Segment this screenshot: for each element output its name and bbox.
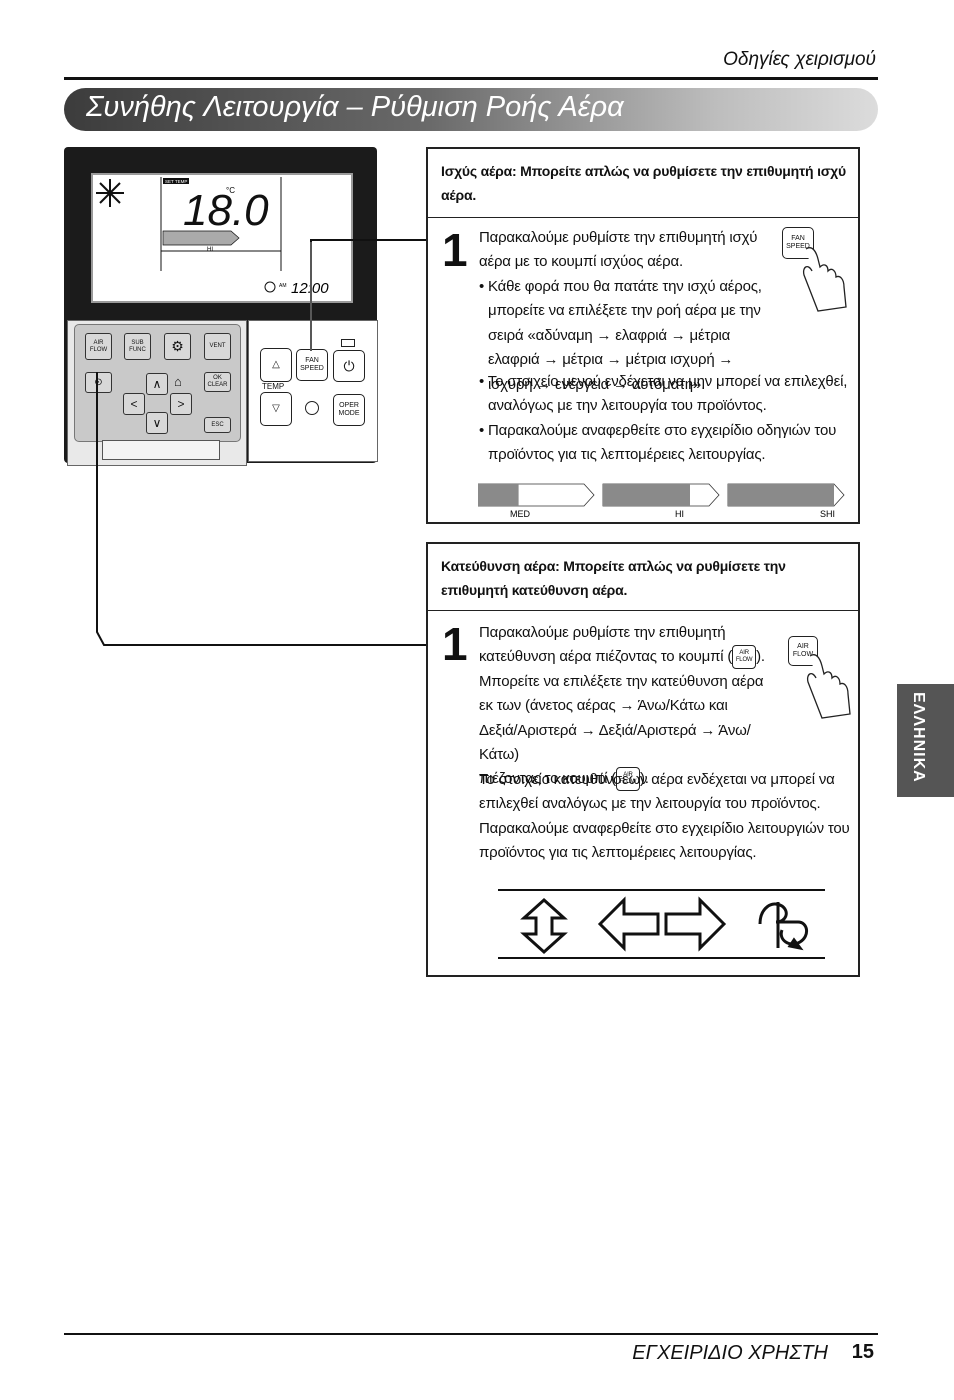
fan-level-label: HI xyxy=(675,509,684,519)
esc-button[interactable]: ESC xyxy=(204,417,231,433)
page-number: 15 xyxy=(851,1341,874,1363)
section-title: Συνήθης Λειτουργία – Ρύθμιση Ροής Αέρα xyxy=(86,91,624,123)
air-flow-button-illustration: AIR FLOW xyxy=(788,636,818,666)
language-tab: ΕΛΛΗΝΙΚΑ xyxy=(897,684,954,797)
snowflake-icon xyxy=(96,179,124,207)
status-led xyxy=(305,401,319,415)
air-line-1: Παρακαλούμε ρυθμίστε την επιθυμητή xyxy=(479,624,726,641)
lcd-am: AM xyxy=(279,283,287,289)
air-flow-inline-icon: AIR FLOW xyxy=(732,645,757,670)
fan-step-number: 1 xyxy=(442,224,468,276)
home-icon: ⌂ xyxy=(174,374,182,389)
fan-level-label: MED xyxy=(510,509,531,519)
air-line-3: Μπορείτε να επιλέξετε την κατεύθυνση αέρ… xyxy=(479,672,764,690)
air-step-number: 1 xyxy=(442,618,468,670)
lcd-temperature: 18.0 xyxy=(183,186,269,235)
left-arrow-icon xyxy=(597,896,660,952)
fan-level-med: MED xyxy=(478,483,595,519)
air-flow-button[interactable]: AIR FLOW xyxy=(85,333,112,360)
back-icon[interactable]: ⊙ xyxy=(85,372,112,393)
air-flow-inline-icon-2: AIR FLOW xyxy=(615,767,640,792)
pressing-hand-icon-2 xyxy=(806,654,851,719)
remote-control-panel xyxy=(248,320,378,462)
sub-func-button[interactable]: SUB FUNC xyxy=(124,333,151,360)
lcd-display: SET TEMP 18.0 °C HI AM 12:00 xyxy=(96,177,329,297)
footer-rule xyxy=(64,1333,878,1335)
left-arrow-icon[interactable]: < xyxy=(123,393,145,415)
air-heading-rule xyxy=(428,610,858,611)
oper-mode-button[interactable]: OPER MODE xyxy=(333,394,365,426)
air-flow-notes: Το στοιχείο κατευθύνσεων αέρα ενδέχεται … xyxy=(479,771,850,862)
airflow-direction-icons xyxy=(498,889,825,959)
fan-level-hi: HI xyxy=(602,483,720,519)
ok-clear-button[interactable]: OK CLEAR xyxy=(204,372,231,392)
down-arrow-icon[interactable]: ∨ xyxy=(146,412,168,434)
air-flow-instructions: Παρακαλούμε ρυθμίστε την επιθυμητή κατεύ… xyxy=(479,621,779,792)
air-flow-box: Κατεύθυνση αέρα: Μπορείτε απλώς να ρυθμί… xyxy=(426,542,860,977)
fan-level-label: SHI xyxy=(820,509,835,519)
fan-speed-box: Ισχύς αέρα: Μπορείτε απλώς να ρυθμίσετε … xyxy=(426,147,860,524)
header-rule xyxy=(64,77,878,80)
up-down-arrow-icon xyxy=(520,897,568,955)
set-temp-label: SET TEMP xyxy=(165,179,187,184)
running-header: Οδηγίες χειρισμού xyxy=(723,49,876,70)
fan-level-fill xyxy=(728,484,834,506)
right-arrow-icon[interactable]: > xyxy=(170,393,192,415)
air-line-4: εκ των (άνετος αέρας → Άνω/Κάτω και xyxy=(479,697,728,715)
temp-up-icon[interactable]: △ xyxy=(260,348,292,382)
fan-heading-rule xyxy=(428,217,858,218)
power-icon[interactable]: ⏻ xyxy=(333,350,365,382)
vent-button[interactable]: VENT xyxy=(204,333,231,360)
air-flow-heading: Κατεύθυνση αέρα: Μπορείτε απλώς να ρυθμί… xyxy=(441,558,786,598)
air-line-5: Δεξιά/Αριστερά → Δεξιά/Αριστερά → Άνω/Κά… xyxy=(479,721,751,764)
temp-down-icon[interactable]: ▽ xyxy=(260,392,292,426)
lcd-unit: °C xyxy=(226,186,235,195)
pressing-hand-icon xyxy=(802,247,847,312)
right-arrow-icon xyxy=(664,896,727,952)
air-line-2a: κατεύθυνση αέρα πιέζοντας το κουμπί ( xyxy=(479,648,733,666)
language-tab-label: ΕΛΛΗΝΙΚΑ xyxy=(910,692,927,783)
settings-gear-icon[interactable]: ⚙ xyxy=(164,333,191,360)
section-banner: Συνήθης Λειτουργία – Ρύθμιση Ροής Αέρα xyxy=(64,88,878,131)
temp-label: TEMP xyxy=(262,382,285,391)
lcd-fan-level: HI xyxy=(207,247,213,253)
remote-lcd: SET TEMP 18.0 °C HI AM 12:00 xyxy=(91,173,353,303)
fan-level-bars: MED HI SHI xyxy=(478,483,845,519)
fan-speed-button-illustration: FAN SPEED xyxy=(782,227,814,259)
fan-speed-button[interactable]: FAN SPEED xyxy=(296,349,328,381)
up-arrow-icon[interactable]: ∧ xyxy=(146,373,168,395)
air-line-6a: πιέζοντας το κουμπί ( xyxy=(479,770,616,788)
footer-manual-label: ΕΓΧΕΙΡΙΔΙΟ ΧΡΗΣΤΗ xyxy=(632,1342,828,1364)
fan-bullet-3: • Παρακαλούμε αναφερθείτε στο εγχειρίδιο… xyxy=(479,422,837,464)
fan-level-fill xyxy=(478,484,519,506)
keypad-cover xyxy=(102,440,220,460)
swirl-air-icon xyxy=(758,902,808,951)
air-line-6b: ). xyxy=(639,770,649,788)
air-line-2: κατεύθυνση αέρα πιέζοντας το κουμπί (AIR… xyxy=(479,645,779,670)
fan-level-shi: SHI xyxy=(727,483,845,519)
fan-bullet-1a: • Κάθε φορά που θα πατάτε την ισχύ αέρος… xyxy=(479,275,773,397)
fan-level-fill xyxy=(603,484,690,506)
fan-bullet-2: • Το στοιχείο μενού ενδέχεται να μην μπο… xyxy=(479,373,848,415)
power-indicator xyxy=(341,339,355,347)
air-line-2b: ). xyxy=(756,648,765,666)
air-line-6: πιέζοντας το κουμπί (AIR FLOW). xyxy=(479,767,779,792)
fan-speed-heading: Ισχύς αέρα: Μπορείτε απλώς να ρυθμίσετε … xyxy=(441,163,846,203)
fan-intro-text: Παρακαλούμε ρυθμίστε την επιθυμητή ισχύ … xyxy=(479,229,758,271)
fan-bullet-1: • Κάθε φορά που θα πατάτε την ισχύ αέρος… xyxy=(479,278,762,393)
